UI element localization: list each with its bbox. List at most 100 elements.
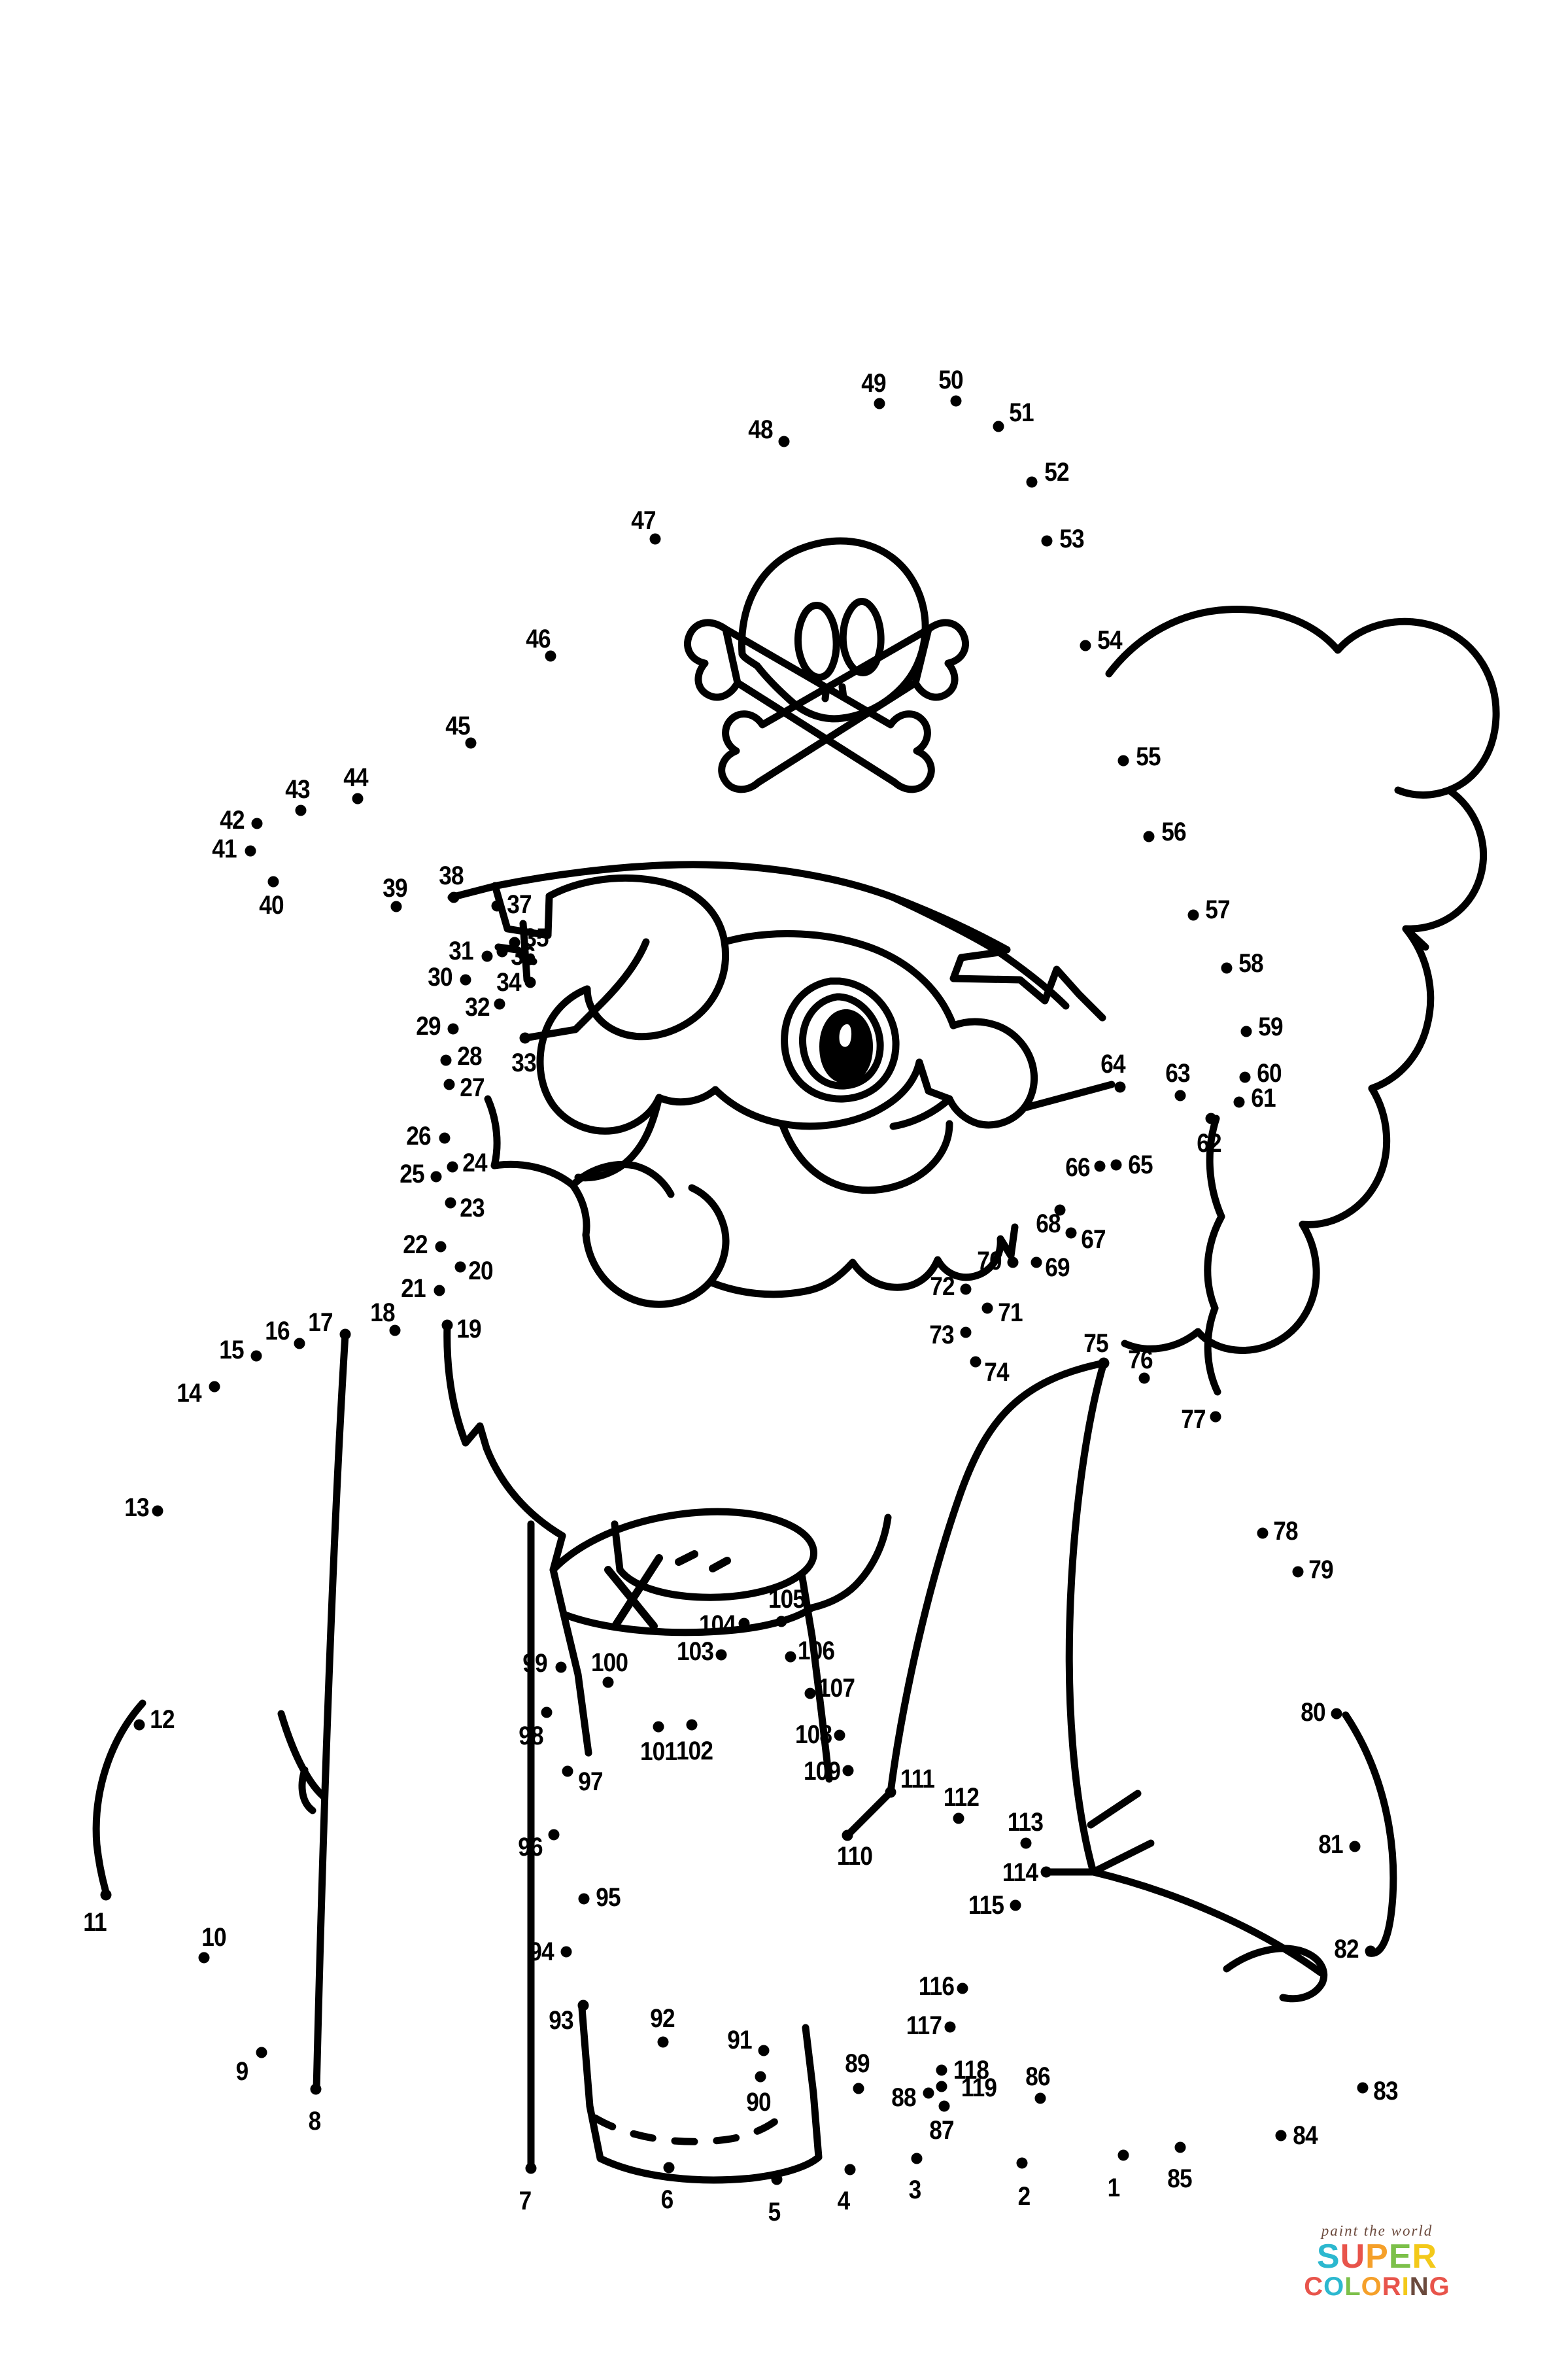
puzzle-dot-number: 41 xyxy=(212,835,237,863)
puzzle-dot-number: 111 xyxy=(900,1765,935,1793)
puzzle-dot xyxy=(1040,1866,1052,1878)
puzzle-dot-number: 107 xyxy=(817,1674,855,1703)
puzzle-dot-number: 86 xyxy=(1025,2062,1050,2091)
puzzle-dot-number: 119 xyxy=(961,2073,997,2102)
puzzle-dot-number: 93 xyxy=(549,2006,573,2035)
logo-letter: G xyxy=(1429,2272,1450,2301)
puzzle-dot xyxy=(758,2045,770,2056)
puzzle-dot xyxy=(578,1893,590,1905)
puzzle-dot xyxy=(1143,831,1155,842)
puzzle-dot xyxy=(267,876,279,888)
puzzle-dot-number: 118 xyxy=(953,2056,989,2085)
puzzle-dot xyxy=(435,1241,447,1253)
puzzle-dot-number: 52 xyxy=(1044,458,1069,487)
puzzle-dot xyxy=(993,421,1004,432)
puzzle-dot-number: 8 xyxy=(308,2107,322,2136)
puzzle-dot-number: 73 xyxy=(929,1321,954,1349)
puzzle-dot-number: 57 xyxy=(1205,895,1230,924)
puzzle-dot xyxy=(923,2087,934,2099)
puzzle-dot xyxy=(960,1283,972,1295)
puzzle-dot xyxy=(844,2164,856,2175)
puzzle-dot-number: 78 xyxy=(1273,1517,1298,1546)
puzzle-dot xyxy=(853,2083,864,2094)
puzzle-dot-number: 100 xyxy=(590,1648,628,1677)
puzzle-dot-number: 110 xyxy=(836,1842,873,1871)
puzzle-dot xyxy=(1233,1096,1245,1108)
puzzle-dot xyxy=(653,1721,664,1733)
puzzle-dot xyxy=(911,2153,923,2164)
puzzle-dot-number: 89 xyxy=(845,2049,870,2078)
puzzle-dot xyxy=(1016,2157,1028,2169)
puzzle-dot-number: 96 xyxy=(518,1833,543,1862)
puzzle-dot xyxy=(310,2083,322,2095)
puzzle-dot-number: 113 xyxy=(1007,1808,1044,1837)
puzzle-dot xyxy=(960,1326,972,1338)
puzzle-dot-number: 32 xyxy=(465,993,490,1022)
puzzle-dot-number: 115 xyxy=(968,1891,1004,1920)
puzzle-dot xyxy=(560,1946,572,1958)
puzzle-dot-number: 98 xyxy=(519,1722,543,1750)
puzzle-dot xyxy=(981,1302,993,1314)
puzzle-dot xyxy=(245,845,256,857)
puzzle-dot xyxy=(496,946,508,958)
logo-letter: C xyxy=(1304,2272,1324,2301)
puzzle-dot xyxy=(1257,1527,1269,1539)
puzzle-dot-number: 61 xyxy=(1251,1084,1276,1113)
puzzle-dot-number: 53 xyxy=(1059,525,1084,553)
puzzle-dot xyxy=(1331,1708,1342,1720)
puzzle-dot xyxy=(1357,2082,1369,2094)
puzzle-dot-number: 108 xyxy=(794,1720,832,1749)
puzzle-dot xyxy=(447,1023,459,1035)
puzzle-dot-number: 23 xyxy=(460,1194,485,1222)
puzzle-dot xyxy=(525,2162,537,2174)
puzzle-dot-number: 5 xyxy=(768,2198,781,2226)
puzzle-dot-number: 88 xyxy=(891,2083,916,2112)
puzzle-dot-number: 17 xyxy=(308,1308,333,1337)
puzzle-dot xyxy=(771,2174,783,2185)
puzzle-dot-number: 77 xyxy=(1181,1405,1206,1434)
puzzle-dot-number: 70 xyxy=(977,1247,1002,1275)
puzzle-dot xyxy=(439,1132,451,1144)
logo-letter: O xyxy=(1361,2272,1382,2301)
puzzle-dot-number: 90 xyxy=(746,2088,771,2117)
puzzle-dot-number: 7 xyxy=(519,2187,532,2215)
puzzle-dot-number: 49 xyxy=(861,369,886,398)
puzzle-dot-number: 30 xyxy=(428,963,452,992)
puzzle-dot xyxy=(494,998,505,1010)
puzzle-dot xyxy=(209,1381,220,1393)
logo-letter: O xyxy=(1323,2272,1345,2301)
puzzle-dot xyxy=(1275,2130,1287,2141)
puzzle-dot-number: 74 xyxy=(984,1358,1009,1387)
puzzle-dot xyxy=(1210,1411,1221,1423)
puzzle-dot xyxy=(250,1350,262,1362)
puzzle-dot-number: 6 xyxy=(660,2185,674,2214)
puzzle-dot xyxy=(1080,640,1091,651)
puzzle-dot-number: 105 xyxy=(768,1585,806,1614)
puzzle-dot xyxy=(1349,1841,1361,1852)
puzzle-dot-number: 51 xyxy=(1009,398,1034,427)
puzzle-dot xyxy=(1110,1159,1122,1171)
puzzle-dot xyxy=(198,1952,210,1964)
puzzle-dot xyxy=(1031,1256,1042,1268)
puzzle-dot-number: 24 xyxy=(462,1149,487,1177)
puzzle-dot-number: 64 xyxy=(1100,1050,1125,1079)
skull-and-crossbones-icon xyxy=(684,537,969,793)
puzzle-dot xyxy=(1041,535,1053,547)
puzzle-dot-number: 63 xyxy=(1165,1059,1190,1088)
puzzle-dot-number: 13 xyxy=(124,1493,149,1522)
puzzle-dot-number: 38 xyxy=(439,861,464,890)
puzzle-dot xyxy=(524,977,536,988)
puzzle-dot xyxy=(874,398,885,409)
puzzle-dot-number: 60 xyxy=(1257,1059,1282,1088)
puzzle-dot-number: 76 xyxy=(1128,1345,1153,1374)
puzzle-dot-number: 56 xyxy=(1161,818,1186,846)
puzzle-dot-number: 92 xyxy=(650,2004,675,2033)
puzzle-dot xyxy=(657,2036,669,2048)
puzzle-dot xyxy=(548,1829,560,1841)
puzzle-dot xyxy=(1221,962,1233,974)
puzzle-dot-number: 2 xyxy=(1017,2182,1031,2211)
puzzle-dot-number: 25 xyxy=(400,1160,424,1188)
puzzle-dot xyxy=(1205,1113,1217,1124)
puzzle-dot xyxy=(100,1889,112,1901)
puzzle-dot xyxy=(842,1765,854,1776)
